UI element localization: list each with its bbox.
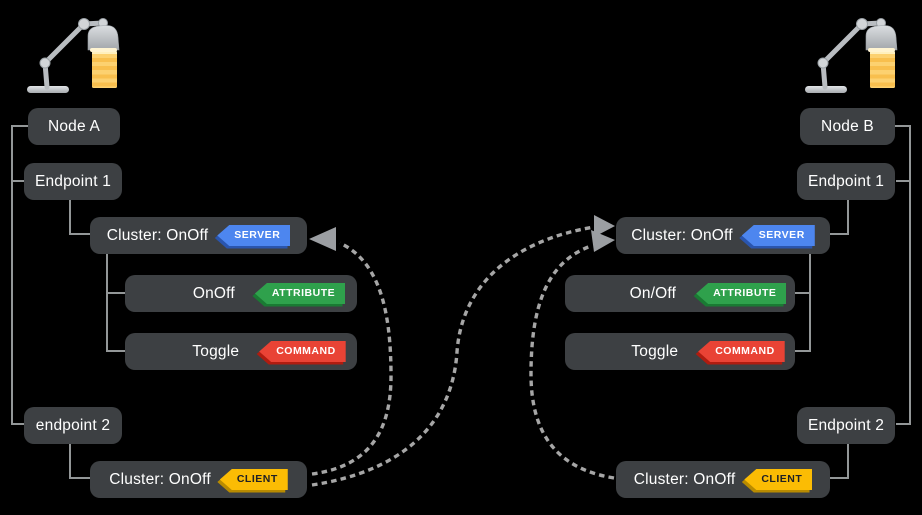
hierarchy-lines-right: [794, 125, 911, 479]
badge-face: [741, 225, 815, 246]
right-command-label: Toggle: [631, 342, 679, 360]
right-endpoint-2-box: Endpoint 2: [797, 407, 895, 444]
server-badge: SERVER: [739, 225, 815, 249]
left-cluster-server-box: Cluster: OnOff SERVER: [90, 217, 307, 254]
right-cluster-client-label: Cluster: OnOff: [633, 470, 736, 488]
attribute-badge-label: ATTRIBUTE: [713, 287, 777, 299]
right-endpoint-1-box: Endpoint 1: [797, 163, 895, 200]
binding-arrow-left-client-to-right-server: [311, 225, 595, 487]
client-badge-label: CLIENT: [761, 473, 803, 485]
badge-face: [698, 341, 785, 362]
right-cluster-server-box: Cluster: OnOff SERVER: [616, 217, 830, 254]
binding-arrow-right-client-to-right-server: [529, 244, 615, 480]
right-attribute-row: On/Off ATTRIBUTE: [565, 275, 795, 312]
right-cluster-server-label: Cluster: OnOff: [631, 226, 733, 244]
left-endpoint-1-label: Endpoint 1: [34, 172, 112, 190]
arrowhead-into-left-server: [309, 227, 336, 251]
client-badge-label: CLIENT: [236, 473, 278, 485]
left-attribute-label: OnOff: [192, 284, 235, 302]
attribute-badge-label: ATTRIBUTE: [271, 287, 336, 299]
badge-face: [217, 225, 291, 246]
left-command-row: Toggle COMMAND: [125, 333, 357, 370]
server-badge-label: SERVER: [234, 229, 281, 241]
right-cluster-client-box: Cluster: OnOff CLIENT: [616, 461, 830, 498]
command-badge: COMMAND: [695, 341, 785, 365]
hierarchy-lines-left: [11, 125, 126, 479]
left-attribute-row: OnOff ATTRIBUTE: [125, 275, 357, 312]
desk-lamp-icon: [27, 18, 120, 93]
node-b-label: Node B: [821, 117, 874, 135]
client-badge: CLIENT: [741, 469, 813, 493]
server-badge-label: SERVER: [758, 229, 805, 241]
left-endpoint-2-box: endpoint 2: [24, 407, 122, 444]
left-endpoint-1-box: Endpoint 1: [24, 163, 122, 200]
command-badge-label: COMMAND: [715, 345, 775, 357]
command-badge-label: COMMAND: [276, 345, 336, 357]
left-endpoint-2-label: endpoint 2: [35, 416, 111, 434]
badge-face: [696, 283, 787, 304]
node-a-label: Node A: [47, 117, 101, 135]
arrowhead-into-right-server-upper: [594, 215, 615, 237]
left-cluster-client-label: Cluster: OnOff: [109, 470, 211, 488]
attribute-badge: ATTRIBUTE: [252, 283, 346, 307]
badge-face: [744, 469, 813, 490]
desk-lamp-icon: [805, 18, 898, 93]
right-endpoint-1-label: Endpoint 1: [807, 172, 885, 190]
badge-face: [219, 469, 288, 490]
command-badge: COMMAND: [256, 341, 346, 365]
left-cluster-client-box: Cluster: OnOff CLIENT: [90, 461, 307, 498]
binding-arrow-left-client-to-left-server: [311, 241, 393, 476]
right-command-row: Toggle COMMAND: [565, 333, 795, 370]
attribute-badge: ATTRIBUTE: [693, 283, 787, 307]
right-attribute-label: On/Off: [629, 284, 677, 302]
badge-face: [259, 341, 346, 362]
left-cluster-server-label: Cluster: OnOff: [106, 226, 209, 244]
arrowhead-into-right-server-lower: [591, 230, 615, 252]
left-command-label: Toggle: [192, 342, 240, 360]
node-a-box: Node A: [28, 108, 120, 145]
right-endpoint-2-label: Endpoint 2: [807, 416, 885, 434]
badge-face: [254, 283, 346, 304]
server-badge: SERVER: [214, 225, 291, 249]
node-b-box: Node B: [800, 108, 895, 145]
client-badge: CLIENT: [217, 469, 288, 493]
